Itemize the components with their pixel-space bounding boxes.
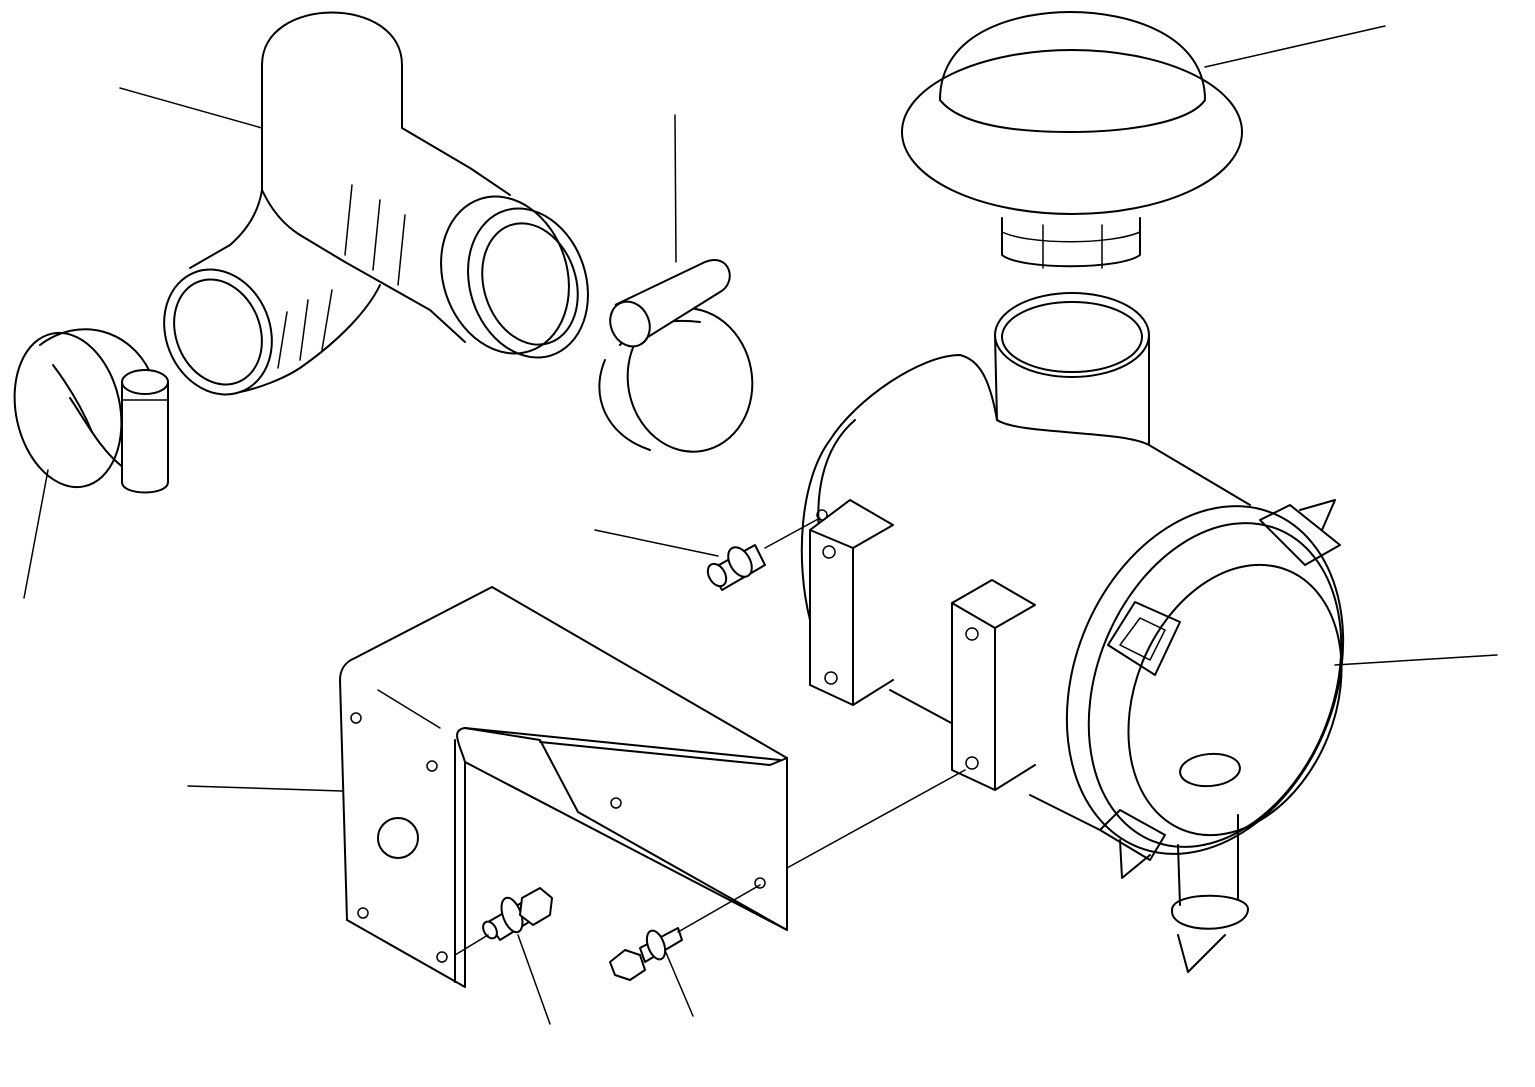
mounting-bracket: [339, 586, 788, 988]
leader-clamp-left: [23, 469, 49, 599]
air-cleaner-cover: [1065, 499, 1345, 973]
bolt-left: [454, 887, 553, 956]
elbow-intake-hose: [163, 11, 589, 396]
leader-clamp-center: [674, 114, 677, 263]
leader-bolt-left: [517, 934, 551, 1025]
hose-clamp-center: [598, 259, 754, 453]
bolt-right: [609, 769, 966, 981]
air-cleaner-body: [800, 292, 1251, 831]
small-fitting: [706, 517, 821, 591]
leader-elbow-hose: [119, 87, 263, 129]
precleaner-cap: [901, 11, 1243, 269]
leader-fitting: [594, 529, 719, 557]
hose-clamp-left: [13, 328, 169, 494]
mounting-strap-left: [809, 499, 894, 706]
mounting-strap-right: [951, 579, 1036, 791]
leader-precleaner: [1204, 25, 1386, 68]
leader-bracket: [187, 785, 343, 792]
callout-leader-lines: [23, 25, 1498, 1025]
leader-bolt-right: [663, 947, 694, 1017]
leader-cover: [1334, 654, 1498, 666]
